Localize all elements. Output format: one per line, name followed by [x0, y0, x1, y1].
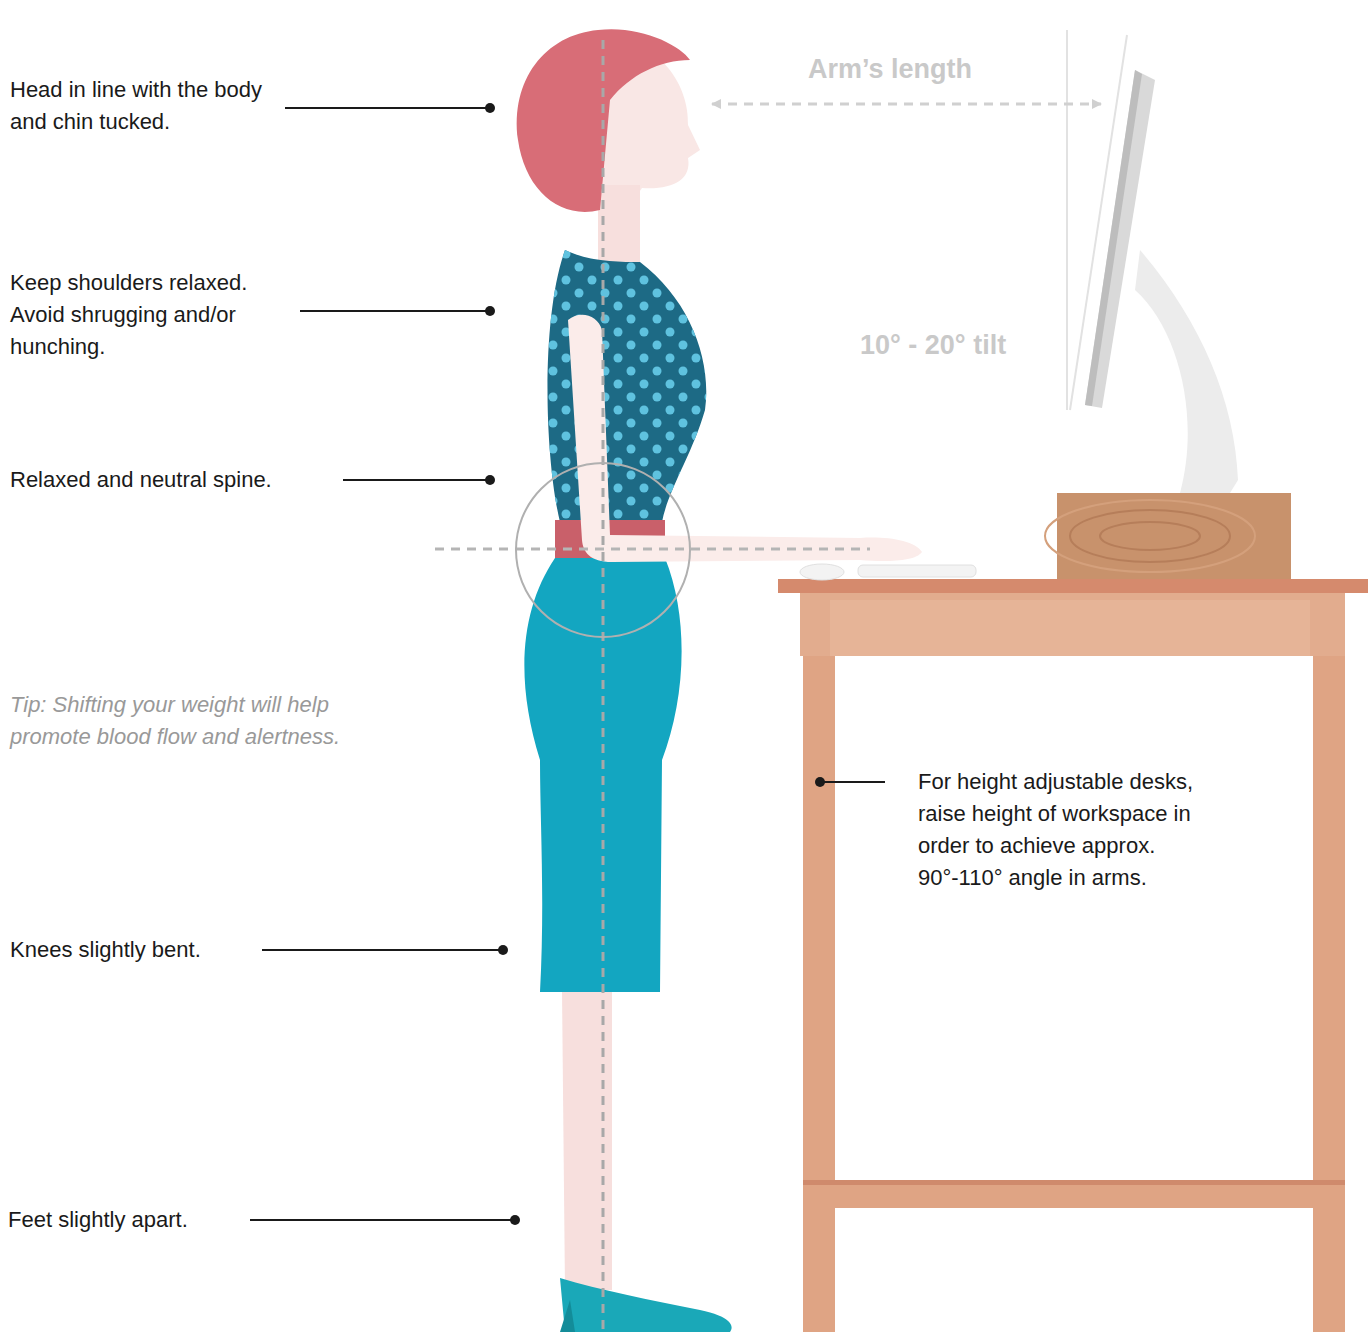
- tip-note: Tip: Shifting your weight will help prom…: [10, 689, 410, 753]
- callout-text: Feet slightly apart.: [8, 1204, 243, 1236]
- leader-line-part: [498, 945, 508, 955]
- monitor-part: [1066, 30, 1068, 410]
- leader-line-part: [485, 306, 495, 316]
- callout-text: Relaxed and neutral spine.: [10, 464, 340, 496]
- leader-line-part: [510, 1215, 520, 1225]
- guide-lines: [435, 40, 1101, 1332]
- callout-text: Head in line with the body and chin tuck…: [10, 74, 270, 138]
- leader-line-part: [300, 310, 490, 312]
- monitor-part: [1085, 70, 1155, 408]
- leader-line-part: [285, 107, 490, 109]
- callout-text: For height adjustable desks, raise heigh…: [918, 766, 1236, 894]
- woman-figure-part: [560, 1278, 732, 1332]
- desk: [778, 579, 1368, 1332]
- callout-text: Knees slightly bent.: [10, 934, 255, 966]
- leader-line: [250, 103, 885, 1225]
- woman-figure-part: [548, 250, 707, 522]
- woman-figure-part: [560, 1300, 575, 1332]
- desk-part: [800, 592, 1345, 656]
- leader-line-part: [485, 475, 495, 485]
- callout-text: Keep shoulders relaxed. Avoid shrugging …: [10, 267, 290, 363]
- leader-line-part: [815, 777, 825, 787]
- dimension-label: 10° - 20° tilt: [860, 328, 1006, 362]
- monitor-part: [1135, 250, 1238, 493]
- monitor-part: [1045, 500, 1255, 572]
- desk-part: [803, 1180, 1345, 1185]
- woman-figure: [517, 29, 922, 1332]
- keyboard-mouse: [800, 564, 976, 580]
- keyboard-mouse-part: [800, 564, 844, 580]
- leader-line-part: [343, 479, 490, 481]
- woman-figure-part: [548, 250, 707, 522]
- guide-lines-part: [602, 40, 605, 1332]
- guide-lines-part: [516, 463, 690, 637]
- leader-line-part: [820, 781, 885, 783]
- monitor: [1045, 30, 1291, 579]
- monitor-part: [1085, 70, 1142, 406]
- monitor-part: [1070, 510, 1230, 562]
- guide-lines-part: [712, 103, 1101, 106]
- keyboard-mouse-part: [858, 565, 976, 577]
- leader-line-part: [262, 949, 503, 951]
- desk-part: [1313, 592, 1345, 1332]
- guide-lines-part: [435, 548, 870, 551]
- desk-part: [803, 1180, 1345, 1208]
- leader-line-part: [485, 103, 495, 113]
- monitor-part: [1100, 522, 1200, 550]
- desk-part: [778, 579, 1368, 593]
- leader-line-part: [250, 1219, 515, 1221]
- desk-part: [830, 600, 1310, 656]
- dimension-label: Arm’s length: [808, 52, 972, 86]
- desk-part: [803, 592, 835, 1332]
